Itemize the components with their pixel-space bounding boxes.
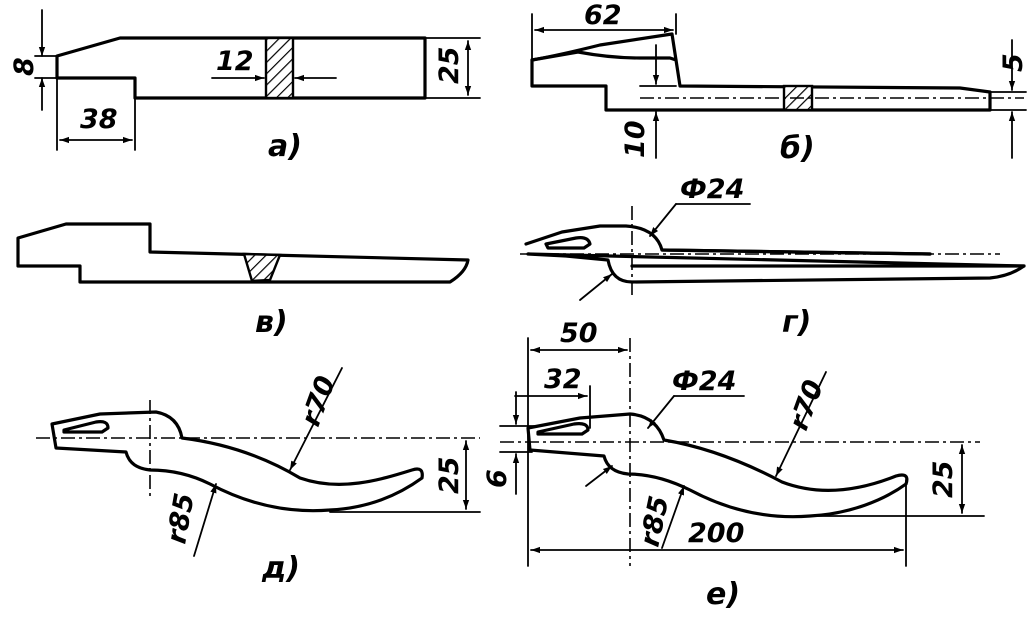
- view-a-dim-section-width-label: 12: [216, 46, 254, 77]
- view-b-dim-head-length-label: 62: [584, 0, 622, 31]
- view-e-outline: [526, 412, 909, 519]
- view-v-caption: в): [255, 305, 288, 340]
- view-d-dim-radius-upper: r70: [289, 367, 343, 471]
- view-b-dim-head-length: 62: [531, 0, 677, 61]
- view-e-dim-drop-height: 25: [809, 444, 985, 517]
- view-e-dim-slot-depth: 6: [482, 391, 537, 495]
- view-e-dim-slot-length-label: 32: [544, 364, 582, 395]
- view-b-dim-tip-height-label: 5: [998, 53, 1028, 72]
- view-v-hatched-section: [242, 252, 282, 283]
- view-g-slot: [544, 236, 592, 250]
- view-a-hatched-section: [264, 36, 295, 100]
- view-b-dim-step-height-label: 10: [620, 120, 651, 158]
- view-d-dim-radius-upper-label: r70: [295, 372, 342, 430]
- view-e: 50 32 6 Ф24 r70 r8: [482, 318, 985, 612]
- view-e-dim-total-length-label: 200: [688, 518, 744, 549]
- view-b-upper-edge: [530, 32, 678, 62]
- view-d-slot: [62, 420, 110, 434]
- view-e-dim-drop-height-label: 25: [928, 460, 959, 498]
- view-e-dim-head-length-label: 50: [560, 318, 598, 349]
- view-b-outline: [530, 50, 992, 112]
- view-d-outline: [50, 410, 424, 513]
- view-d-dim-drop-height-label: 25: [434, 456, 465, 494]
- view-e-dim-radius-lower: r85: [635, 485, 685, 549]
- view-d-caption: д): [261, 551, 300, 586]
- view-g-dim-hole-diameter-label: Ф24: [680, 174, 744, 205]
- view-a-caption: а): [268, 129, 302, 164]
- view-e-caption: е): [706, 577, 740, 612]
- view-g-dim-hole-diameter: Ф24: [579, 174, 751, 301]
- view-a-dim-right-height: 25: [424, 37, 481, 99]
- view-e-dim-hole-diameter: Ф24: [585, 366, 745, 487]
- view-d-dim-radius-lower: r85: [161, 483, 217, 557]
- view-d-dim-drop-height: 25: [329, 440, 481, 513]
- view-b-caption: б): [780, 131, 815, 166]
- view-e-dim-slot-length: 32: [514, 364, 591, 429]
- view-e-dim-slot-depth-label: 6: [482, 469, 513, 488]
- view-e-dim-radius-upper: r70: [775, 371, 830, 477]
- view-e-dim-radius-lower-label: r85: [635, 493, 676, 549]
- view-a-dim-step-length: 38: [56, 77, 136, 151]
- view-g-caption: г): [782, 305, 811, 340]
- view-a: 8 38 12 25 а): [9, 9, 481, 164]
- view-a-dim-section-width: 12: [211, 46, 337, 82]
- view-b-dim-tip-height: 5: [989, 39, 1028, 159]
- view-a-dim-left-height-label: 8: [9, 57, 40, 76]
- view-e-dim-total-length: 200: [530, 479, 907, 567]
- view-e-dim-hole-diameter-label: Ф24: [672, 366, 736, 397]
- view-g-upper-long-edge: [660, 248, 932, 256]
- view-e-slot: [536, 422, 590, 436]
- view-b: 62 10 5 б): [530, 0, 1028, 166]
- view-e-dim-radius-upper-label: r70: [783, 376, 830, 434]
- view-a-dim-left-height: 8: [9, 9, 58, 111]
- view-a-dim-right-height-label: 25: [434, 46, 465, 84]
- view-a-outline: [55, 36, 427, 100]
- view-v: в): [16, 222, 470, 340]
- view-d-dim-radius-lower-label: r85: [161, 491, 200, 547]
- view-d: r70 r85 25 д): [36, 367, 481, 586]
- view-b-dim-step-height: 10: [620, 44, 677, 159]
- view-v-outline: [16, 222, 470, 284]
- view-a-dim-step-length-label: 38: [80, 104, 118, 135]
- view-g: Ф24 г): [520, 174, 1026, 340]
